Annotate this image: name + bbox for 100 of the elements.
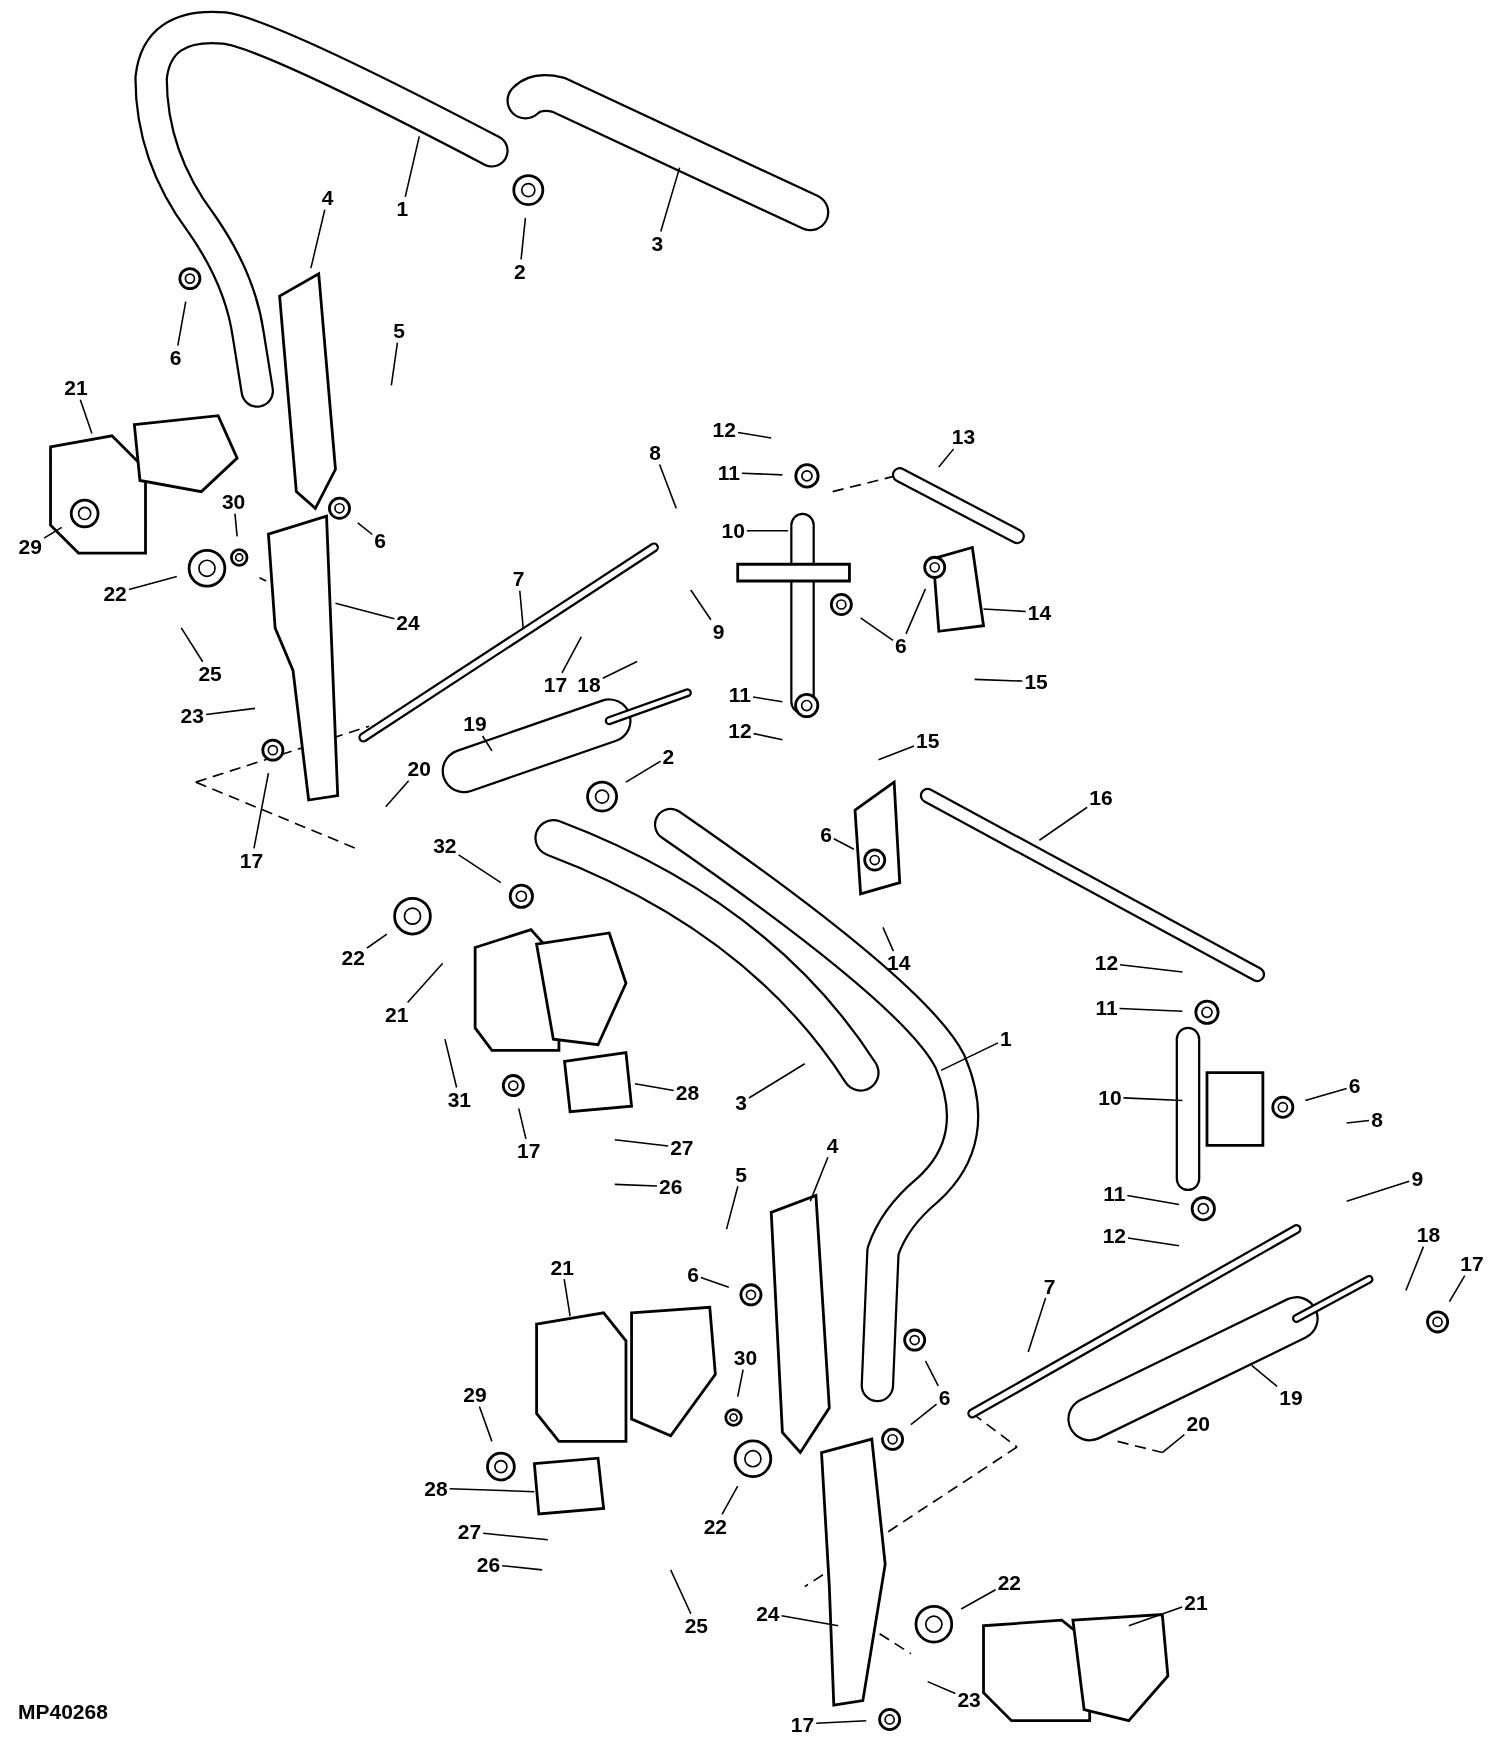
- callout-number: 1: [998, 1027, 1014, 1052]
- leader-line: [859, 617, 894, 642]
- leader-line: [1122, 1097, 1184, 1102]
- callout-number: 14: [885, 951, 913, 976]
- callout-number: 7: [1041, 1274, 1058, 1299]
- leader-line: [614, 1183, 658, 1187]
- leader-line: [1405, 1245, 1425, 1292]
- leader-line: [444, 1038, 458, 1089]
- callout-number: 24: [394, 610, 422, 635]
- leader-line: [752, 732, 784, 741]
- leader-line: [721, 1485, 739, 1516]
- leader-line: [128, 575, 178, 591]
- leader-line: [625, 760, 662, 783]
- callout-number: 21: [383, 1002, 411, 1027]
- callout-number: 6: [818, 822, 834, 847]
- leader-line: [815, 1719, 867, 1725]
- leader-line: [519, 590, 524, 629]
- leader-line: [384, 779, 410, 808]
- leader-line: [938, 448, 955, 468]
- callout-number: 21: [548, 1255, 576, 1280]
- leader-line: [833, 837, 855, 850]
- leader-line: [746, 529, 789, 532]
- leader-line: [481, 735, 493, 752]
- leader-line: [973, 678, 1024, 682]
- callout-number: 23: [178, 704, 206, 729]
- leader-line: [741, 472, 784, 476]
- callout-number: 6: [167, 345, 184, 370]
- leader-line: [1118, 1007, 1184, 1012]
- leader-line: [634, 1083, 675, 1092]
- leader-line: [180, 627, 204, 663]
- callout-number: 20: [1184, 1412, 1212, 1436]
- callout-number: 2: [660, 744, 677, 769]
- callout-number: 5: [391, 318, 407, 343]
- callout-number: 17: [1458, 1252, 1486, 1277]
- leader-line: [43, 526, 63, 539]
- callout-number: 26: [656, 1175, 685, 1200]
- callout-number: 11: [1101, 1181, 1128, 1206]
- callout-number: 15: [1022, 669, 1050, 694]
- leader-line: [357, 522, 374, 536]
- callout-number: 15: [914, 729, 942, 754]
- callout-number: 6: [685, 1263, 701, 1288]
- leader-line: [1250, 1364, 1278, 1388]
- leader-line: [602, 660, 638, 680]
- callout-number: 14: [1025, 600, 1054, 625]
- callout-number: 11: [1093, 996, 1120, 1021]
- callout-number: 10: [1096, 1085, 1124, 1110]
- callout-number: 7: [510, 567, 527, 591]
- callout-number: 27: [455, 1520, 484, 1545]
- callout-number: 10: [719, 518, 747, 543]
- callout-number: 19: [461, 712, 489, 737]
- callout-number: 21: [1182, 1590, 1210, 1615]
- leader-line: [457, 854, 502, 884]
- callout-number: 12: [710, 418, 738, 443]
- leader-line: [1304, 1087, 1348, 1102]
- leader-line: [1345, 1180, 1410, 1202]
- leader-line: [940, 1042, 999, 1072]
- callout-number: 25: [196, 662, 224, 686]
- leader-line: [924, 1360, 939, 1387]
- leader-line: [905, 588, 927, 635]
- leader-line: [1345, 1119, 1370, 1124]
- leader-line: [1038, 806, 1088, 841]
- leader-line: [910, 1403, 938, 1426]
- callout-number: 30: [219, 489, 248, 514]
- callout-number: 18: [1414, 1223, 1443, 1248]
- leader-line: [563, 1278, 571, 1317]
- callout-number: 28: [422, 1476, 450, 1501]
- callout-number: 16: [1087, 786, 1115, 811]
- leader-line: [234, 512, 238, 538]
- callout-number: 5: [733, 1162, 749, 1187]
- callout-number: 20: [405, 757, 433, 781]
- leader-line: [752, 696, 784, 703]
- callout-number: 24: [754, 1602, 782, 1626]
- leader-line: [334, 602, 396, 620]
- leader-line: [1448, 1274, 1466, 1303]
- leader-line: [748, 1062, 806, 1099]
- leader-line: [669, 1569, 692, 1615]
- callout-number: 13: [949, 425, 978, 450]
- leader-line: [1126, 1194, 1180, 1206]
- leader-line: [982, 608, 1027, 613]
- leader-line: [780, 1615, 840, 1627]
- leader-line: [658, 463, 678, 510]
- leader-line: [700, 1276, 730, 1288]
- callout-number: 22: [995, 1570, 1023, 1595]
- leader-line: [390, 341, 399, 387]
- callout-number: 12: [1100, 1224, 1129, 1249]
- leader-line: [660, 166, 681, 233]
- callout-number: 3: [733, 1091, 749, 1116]
- leader-line: [79, 398, 93, 435]
- leader-line: [614, 1138, 669, 1147]
- leader-line: [926, 1680, 957, 1695]
- callout-number: 21: [62, 375, 90, 400]
- callout-number: 6: [936, 1386, 953, 1411]
- callout-number: 12: [726, 719, 754, 743]
- leader-line: [1027, 1297, 1047, 1353]
- callout-number: 17: [515, 1139, 543, 1164]
- leader-line: [690, 589, 712, 621]
- leader-line: [404, 135, 421, 198]
- leader-line: [809, 1156, 829, 1202]
- leader-line: [520, 217, 527, 261]
- leader-line: [725, 1185, 739, 1230]
